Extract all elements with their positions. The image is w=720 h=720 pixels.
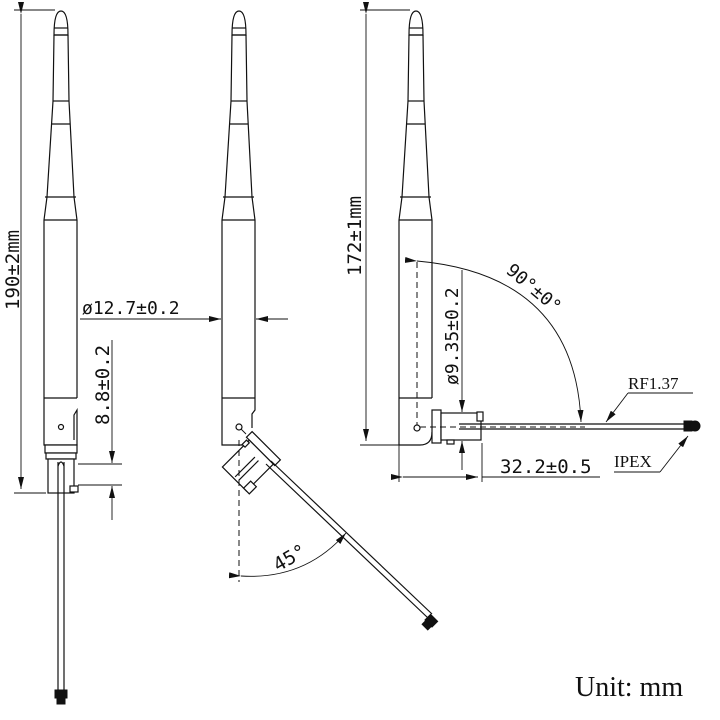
tilt-angle-label: 45° [270, 540, 311, 576]
diameter-label: ø12.7±0.2 [82, 298, 180, 319]
side-view-90-degree: 172±1mm ø9.35±0.2 90°±0° 32.2±0.5 RF1.37… [344, 2, 701, 482]
cable-callout: RF1.37 [628, 374, 679, 393]
pivot-hole-icon [235, 423, 243, 431]
length-label: 172±1mm [344, 196, 366, 276]
base-height-label: 8.8±0.2 [92, 345, 114, 425]
pivot-hole-icon [57, 423, 65, 431]
connector-length-label: 32.2±0.5 [500, 456, 592, 478]
ipex-connector-icon [421, 613, 439, 631]
connector-callout: IPEX [614, 452, 652, 471]
ipex-connector-icon [54, 689, 68, 699]
antenna-body-1 [43, 10, 79, 705]
front-view-straight: 190±2mm 8.8±0.2 [2, 2, 122, 705]
unit-label: Unit: mm [575, 672, 683, 703]
antenna-body-2 [221, 10, 439, 631]
pivot-hole-icon [413, 424, 421, 432]
base-diameter-label: ø9.35±0.2 [442, 287, 463, 385]
overall-length-label: 190±2mm [2, 230, 24, 310]
side-view-45-degree: 45° ø12.7±0.2 [80, 10, 439, 631]
